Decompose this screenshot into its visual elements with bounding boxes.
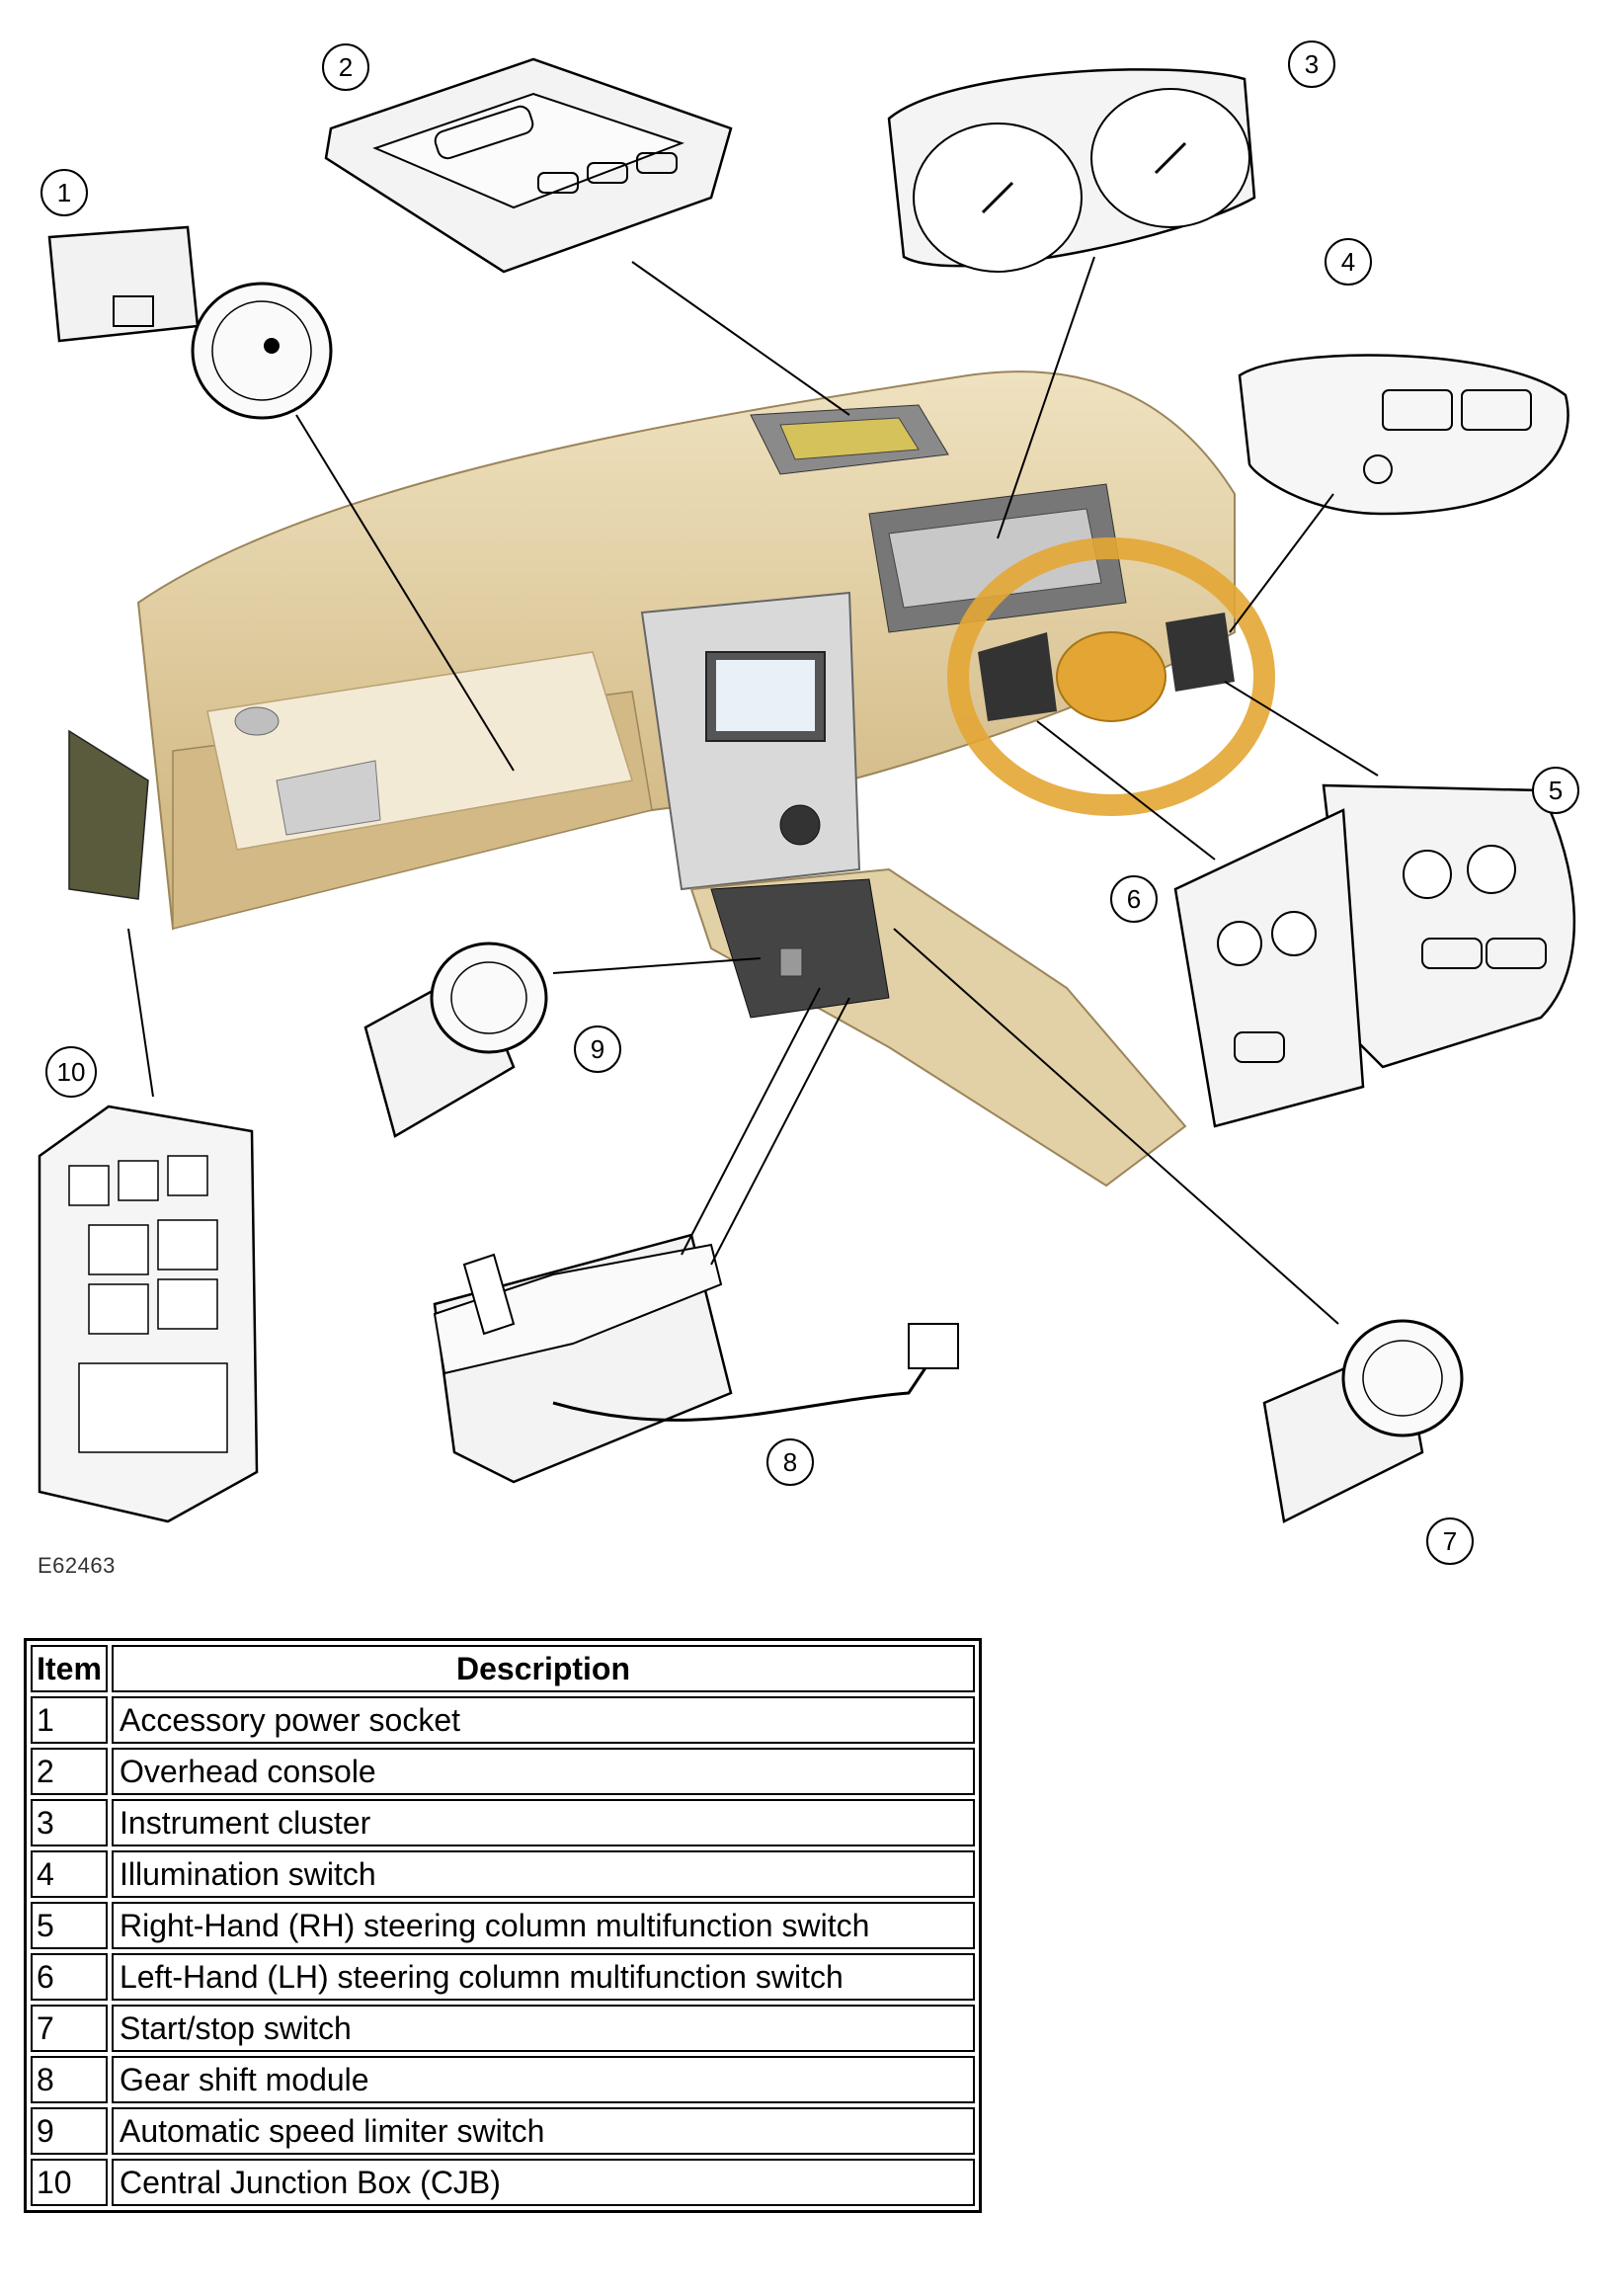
item-column-header: Item bbox=[31, 1645, 108, 1692]
leader-lines bbox=[127, 256, 1379, 1325]
svg-text:1: 1 bbox=[57, 178, 71, 207]
callout-10: 10 bbox=[45, 1046, 97, 1098]
dashboard-assembly bbox=[136, 370, 1275, 1188]
table-row: 10 Central Junction Box (CJB) bbox=[31, 2159, 975, 2206]
accessory-power-socket-illustration bbox=[47, 225, 333, 420]
callout-1: 1 bbox=[40, 169, 88, 216]
callout-9: 9 bbox=[574, 1025, 621, 1073]
item-description: Accessory power socket bbox=[112, 1696, 975, 1744]
item-number: 9 bbox=[31, 2107, 108, 2155]
vehicle-interior-diagram: 1 2 3 4 5 6 7 8 9 10 bbox=[38, 41, 1579, 1565]
item-description: Overhead console bbox=[112, 1748, 975, 1795]
table-row: 3 Instrument cluster bbox=[31, 1799, 975, 1846]
svg-text:4: 4 bbox=[1341, 247, 1355, 277]
table-row: 1 Accessory power socket bbox=[31, 1696, 975, 1744]
steering-switch-illustrations bbox=[1173, 783, 1576, 1128]
callout-8: 8 bbox=[766, 1438, 814, 1486]
central-junction-box-illustration bbox=[38, 729, 259, 1523]
callout-3: 3 bbox=[1288, 41, 1335, 88]
item-number: 5 bbox=[31, 1902, 108, 1949]
table-row: 2 Overhead console bbox=[31, 1748, 975, 1795]
item-number: 1 bbox=[31, 1696, 108, 1744]
figure-code: E62463 bbox=[38, 1553, 116, 1578]
table-row: 6 Left-Hand (LH) steering column multifu… bbox=[31, 1953, 975, 2001]
table-row: 7 Start/stop switch bbox=[31, 2005, 975, 2052]
callout-5: 5 bbox=[1532, 767, 1579, 814]
item-number: 6 bbox=[31, 1953, 108, 2001]
item-number: 4 bbox=[31, 1850, 108, 1898]
item-description: Right-Hand (RH) steering column multifun… bbox=[112, 1902, 975, 1949]
item-description: Gear shift module bbox=[112, 2056, 975, 2103]
item-description: Start/stop switch bbox=[112, 2005, 975, 2052]
illumination-switch-illustration bbox=[1238, 354, 1569, 516]
table-row: 8 Gear shift module bbox=[31, 2056, 975, 2103]
start-stop-switch-illustration bbox=[1262, 1319, 1464, 1523]
overhead-console-illustration bbox=[324, 57, 733, 274]
table-row: 9 Automatic speed limiter switch bbox=[31, 2107, 975, 2155]
gear-shift-module-illustration bbox=[433, 1233, 959, 1484]
svg-text:10: 10 bbox=[57, 1057, 86, 1087]
item-description: Left-Hand (LH) steering column multifunc… bbox=[112, 1953, 975, 2001]
item-number: 3 bbox=[31, 1799, 108, 1846]
item-description: Automatic speed limiter switch bbox=[112, 2107, 975, 2155]
item-number: 7 bbox=[31, 2005, 108, 2052]
callout-2: 2 bbox=[322, 43, 369, 91]
legend-header-row: Item Description bbox=[31, 1645, 975, 1692]
legend-table: Item Description 1 Accessory power socke… bbox=[24, 1638, 982, 2213]
svg-text:7: 7 bbox=[1443, 1526, 1457, 1556]
callout-6: 6 bbox=[1110, 875, 1158, 923]
item-number: 10 bbox=[31, 2159, 108, 2206]
svg-text:5: 5 bbox=[1549, 776, 1563, 805]
callout-7: 7 bbox=[1426, 1517, 1474, 1565]
table-row: 5 Right-Hand (RH) steering column multif… bbox=[31, 1902, 975, 1949]
description-column-header: Description bbox=[112, 1645, 975, 1692]
svg-text:2: 2 bbox=[339, 52, 353, 82]
callout-4: 4 bbox=[1325, 238, 1372, 286]
svg-text:6: 6 bbox=[1127, 884, 1141, 914]
svg-text:3: 3 bbox=[1305, 49, 1319, 79]
instrument-cluster-illustration bbox=[887, 68, 1256, 273]
svg-text:8: 8 bbox=[783, 1447, 797, 1477]
item-description: Central Junction Box (CJB) bbox=[112, 2159, 975, 2206]
item-number: 2 bbox=[31, 1748, 108, 1795]
table-row: 4 Illumination switch bbox=[31, 1850, 975, 1898]
item-number: 8 bbox=[31, 2056, 108, 2103]
item-description: Instrument cluster bbox=[112, 1799, 975, 1846]
svg-text:9: 9 bbox=[591, 1034, 604, 1064]
speed-limiter-switch-illustration bbox=[363, 942, 548, 1138]
item-description: Illumination switch bbox=[112, 1850, 975, 1898]
